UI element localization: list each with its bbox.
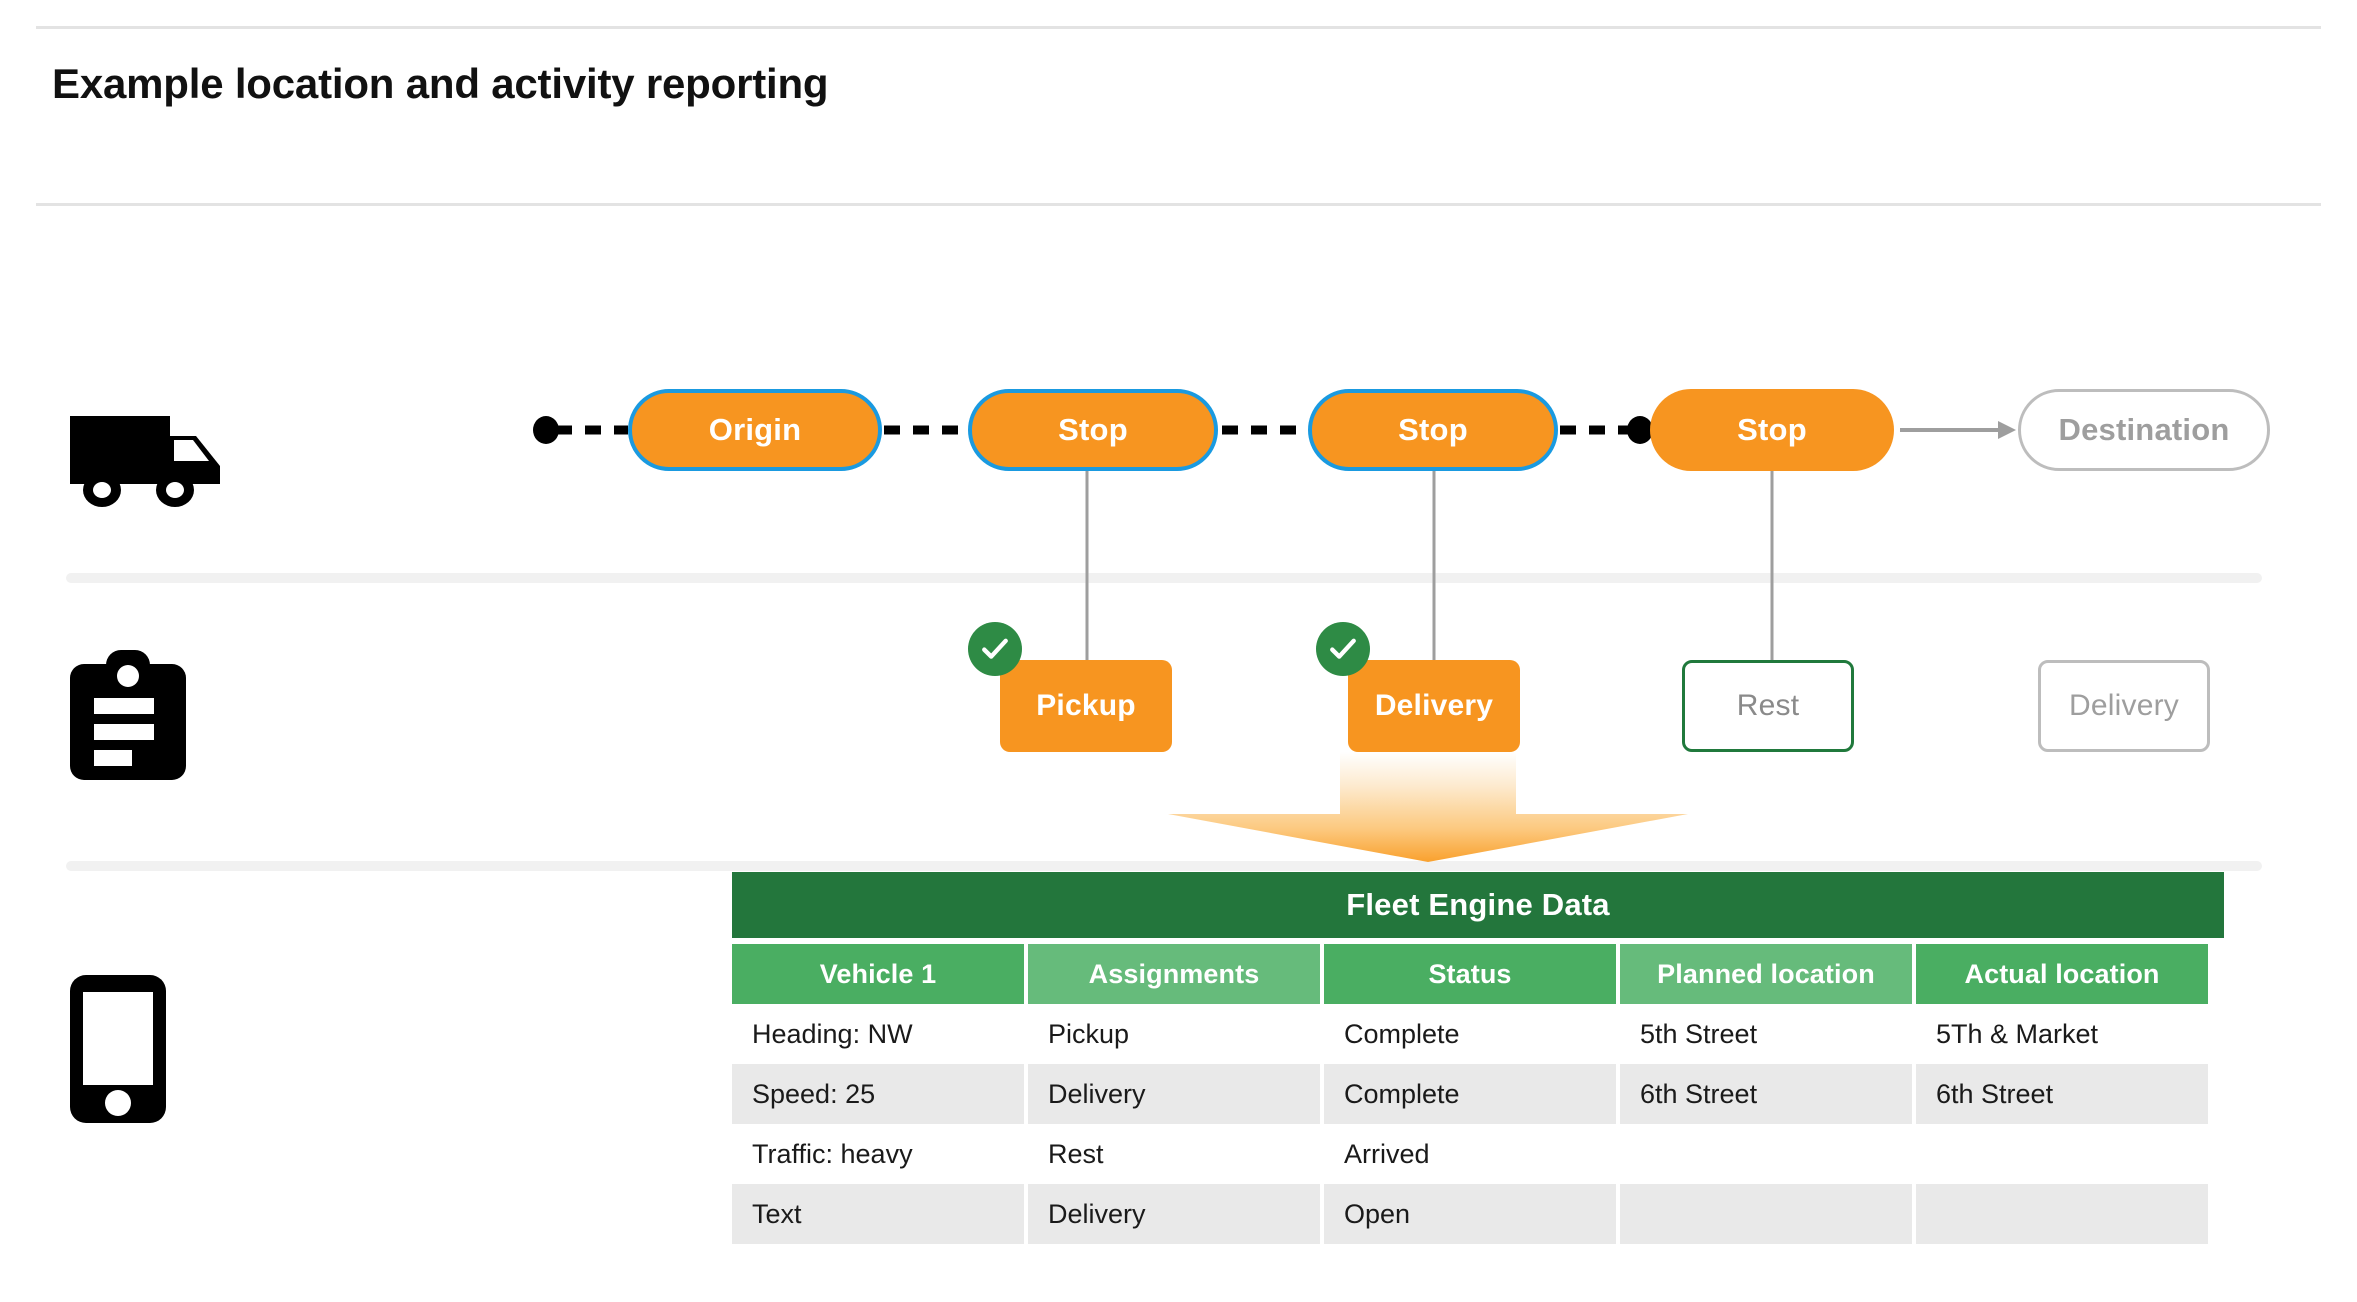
route-node-origin[interactable]: Origin — [628, 389, 882, 471]
table-column-header-status[interactable]: Status — [1324, 944, 1616, 1004]
table-cell: Complete — [1324, 1064, 1616, 1124]
page-title: Example location and activity reporting — [52, 60, 829, 107]
table-row[interactable]: Speed: 25 Delivery Complete 6th Street 6… — [732, 1064, 2224, 1124]
table-cell: Text — [732, 1184, 1024, 1244]
table-cell: 6th Street — [1916, 1064, 2208, 1124]
flow-arrow-down-icon — [1168, 752, 1688, 862]
top-divider — [36, 26, 2321, 29]
table-cell: Heading: NW — [732, 1004, 1024, 1064]
check-icon-pickup — [968, 622, 1022, 676]
phone-icon — [70, 975, 166, 1123]
table-title: Fleet Engine Data — [732, 872, 2224, 938]
route-node-stop-2[interactable]: Stop — [1308, 389, 1558, 471]
row-separator-vehicle-activity — [66, 573, 2262, 583]
table-cell — [1916, 1184, 2208, 1244]
table-cell: Arrived — [1324, 1124, 1616, 1184]
fleet-engine-data-table: Fleet Engine Data Vehicle 1 Assignments … — [732, 872, 2224, 1244]
table-row[interactable]: Heading: NW Pickup Complete 5th Street 5… — [732, 1004, 2224, 1064]
activity-box-pickup[interactable]: Pickup — [1000, 660, 1172, 752]
table-cell: Rest — [1028, 1124, 1320, 1184]
table-cell: Speed: 25 — [732, 1064, 1024, 1124]
table-column-header-actual-location[interactable]: Actual location — [1916, 944, 2208, 1004]
route-node-stop-3[interactable]: Stop — [1650, 389, 1894, 471]
table-cell: 5Th & Market — [1916, 1004, 2208, 1064]
activity-box-rest[interactable]: Rest — [1682, 660, 1854, 752]
table-cell: Delivery — [1028, 1184, 1320, 1244]
row-separator-activity-device — [66, 861, 2262, 871]
table-cell: Traffic: heavy — [732, 1124, 1024, 1184]
table-header-row: Vehicle 1 Assignments Status Planned loc… — [732, 944, 2208, 1004]
table-cell: 5th Street — [1620, 1004, 1912, 1064]
table-cell — [1620, 1124, 1912, 1184]
activity-box-delivery-next[interactable]: Delivery — [2038, 660, 2210, 752]
table-body: Heading: NW Pickup Complete 5th Street 5… — [732, 1004, 2224, 1244]
check-icon-delivery — [1316, 622, 1370, 676]
table-row[interactable]: Traffic: heavy Rest Arrived — [732, 1124, 2224, 1184]
table-cell: Pickup — [1028, 1004, 1320, 1064]
route-node-stop-1[interactable]: Stop — [968, 389, 1218, 471]
table-cell — [1620, 1184, 1912, 1244]
activity-box-delivery[interactable]: Delivery — [1348, 660, 1520, 752]
table-row[interactable]: Text Delivery Open — [732, 1184, 2224, 1244]
table-column-header-vehicle[interactable]: Vehicle 1 — [732, 944, 1024, 1004]
route-start-dot — [533, 416, 559, 444]
table-cell: Open — [1324, 1184, 1616, 1244]
table-cell: 6th Street — [1620, 1064, 1912, 1124]
title-divider — [36, 203, 2321, 206]
table-cell: Complete — [1324, 1004, 1616, 1064]
table-cell: Delivery — [1028, 1064, 1320, 1124]
table-cell — [1916, 1124, 2208, 1184]
table-column-header-assignments[interactable]: Assignments — [1028, 944, 1320, 1004]
table-column-header-planned-location[interactable]: Planned location — [1620, 944, 1912, 1004]
truck-icon — [70, 410, 222, 508]
route-node-destination[interactable]: Destination — [2018, 389, 2270, 471]
clipboard-icon — [70, 650, 186, 780]
